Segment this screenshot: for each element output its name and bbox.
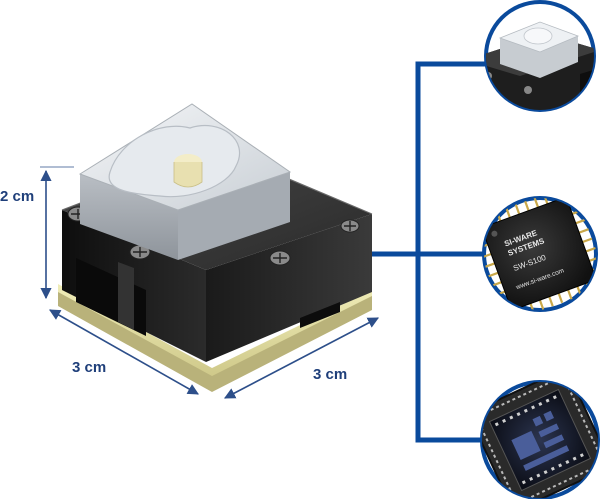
inset-die (480, 380, 600, 499)
side-notch (300, 302, 340, 328)
lens-block-side (178, 172, 290, 260)
width-label: 3 cm (313, 366, 347, 383)
screw-icon (340, 219, 360, 233)
lens-block-front (80, 174, 178, 260)
housing-side-face (206, 214, 372, 362)
screw-icon (269, 250, 291, 266)
depth-label: 3 cm (72, 359, 106, 376)
depth-dimension-arrow (49, 309, 199, 395)
width-dimension-arrow (224, 317, 379, 399)
height-label: 2 cm (0, 188, 34, 205)
connector-latch (118, 262, 134, 330)
sensor-module (58, 103, 373, 392)
dimension-arrows (40, 166, 379, 399)
inset-housed-module (484, 0, 596, 112)
dimension-labels: 2 cm 3 cm 3 cm (0, 188, 347, 383)
inset-chip: SI-WARE SYSTEMS SW-S100 www.si-ware.com (482, 196, 598, 312)
connector-lines (369, 61, 489, 443)
